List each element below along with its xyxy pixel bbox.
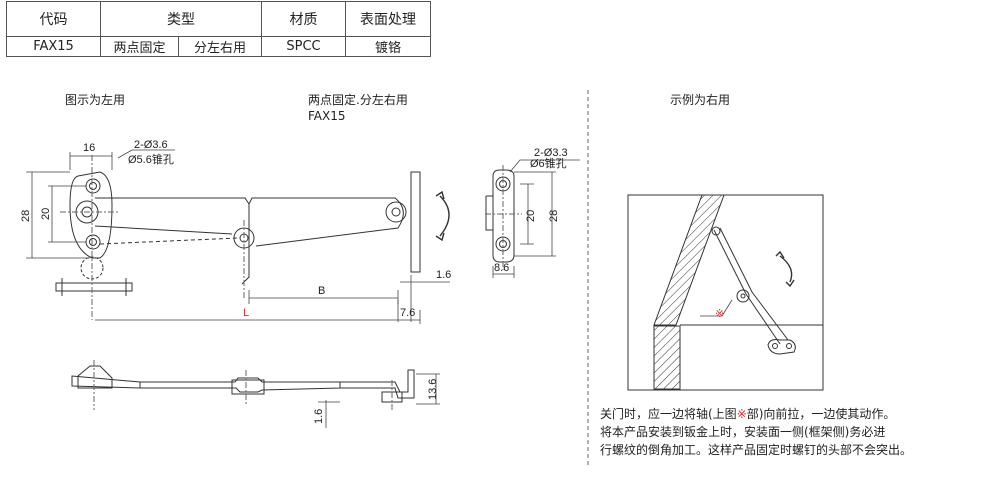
caption-model-line1: 两点固定.分左右用: [308, 93, 408, 107]
dim-20: 20: [40, 208, 52, 220]
dim-hole-b: 2-Ø3.3: [534, 147, 568, 159]
spec-header-row: 代码 类型 材质 表面处理: [6, 1, 431, 37]
header-type: 类型: [100, 1, 262, 37]
value-material: SPCC: [261, 36, 346, 57]
dim-L: L: [243, 307, 249, 319]
dim-28-right: 28: [548, 210, 560, 222]
dim-hole-a: 2-Ø3.6: [134, 139, 168, 151]
dim-16: 16: [83, 142, 95, 154]
header-finish: 表面处理: [345, 1, 431, 37]
value-finish: 镀铬: [345, 36, 431, 57]
caption-model-line2: FAX15: [308, 109, 346, 123]
dim-hole-b2: Ø6锥孔: [530, 157, 567, 170]
dim-1-6: 1.6: [436, 269, 451, 281]
note-line-1-a: 关门时，应一边将轴(上图: [600, 407, 737, 421]
spec-table: 代码 类型 材质 表面处理 FAX15 两点固定 分左右用 SPCC 镀铬: [6, 1, 431, 57]
note-mark: ※: [736, 407, 747, 421]
example-mark: ※: [715, 308, 724, 320]
right-plate-drawing: [485, 165, 522, 270]
note-line-1-b: 部)向前拉，一边使其动作。: [746, 407, 896, 421]
usage-note: 关门时，应一边将轴(上图※部)向前拉，一边使其动作。 将本产品安装到钣金上时，安…: [600, 405, 912, 459]
example-figure: [627, 194, 824, 391]
dim-7-6: 7.6: [400, 307, 415, 319]
dim-8-6: 8.6: [494, 262, 509, 274]
side-view-drawing: [71, 360, 415, 410]
left-bracket-drawing: [55, 155, 421, 320]
note-line-1: 关门时，应一边将轴(上图※部)向前拉，一边使其动作。: [600, 405, 912, 423]
caption-example: 示例为右用: [670, 93, 731, 107]
dim-28: 28: [20, 210, 32, 222]
dim-B: B: [318, 285, 325, 297]
dim-13-6: 13.6: [427, 379, 439, 400]
spec-value-row: FAX15 两点固定 分左右用 SPCC 镀铬: [6, 36, 431, 57]
caption-left-use: 图示为左用: [65, 93, 126, 107]
note-line-2: 将本产品安装到钣金上时，安装面一侧(框架侧)务必进: [600, 425, 886, 439]
dim-20-right: 20: [525, 210, 537, 222]
note-line-3: 行螺纹的倒角加工。这样产品固定时螺钉的头部不会突出。: [600, 443, 913, 457]
dim-1-6-side: 1.6: [313, 409, 325, 424]
header-code: 代码: [6, 1, 101, 37]
value-type-a: 两点固定: [100, 36, 179, 57]
value-type-b: 分左右用: [178, 36, 262, 57]
dimension-labels: 16 2-Ø3.6 Ø5.6锥孔 28 20 B L 7.6 1.6 2-Ø3.…: [20, 139, 724, 424]
dim-hole-a2: Ø5.6锥孔: [128, 153, 174, 166]
